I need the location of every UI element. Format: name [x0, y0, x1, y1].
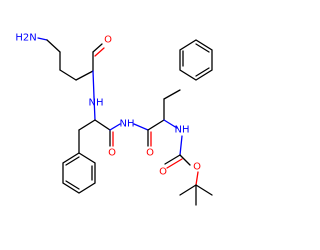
bond: [59, 69, 77, 81]
amine-nh2-label: H2N: [15, 33, 36, 44]
carbamate-nh-label: NH: [175, 125, 190, 136]
bond: [94, 119, 111, 131]
bond: [109, 123, 121, 131]
bond: [78, 119, 96, 131]
carbamate-carbonyl-oxygen-label: O: [159, 167, 167, 178]
bond: [93, 96, 96, 121]
bond: [37, 37, 48, 41]
bond: [75, 70, 94, 81]
bond: [195, 184, 213, 196]
alpha-nh-label: NH: [89, 98, 104, 109]
bond: [163, 89, 181, 100]
amide-oxygen-1-label: O: [108, 148, 116, 159]
bond: [94, 47, 105, 57]
bond: [166, 158, 183, 169]
bond: [164, 154, 181, 165]
bond: [179, 184, 197, 196]
bond: [163, 119, 178, 129]
bond: [195, 67, 210, 77]
imide-nh-label: NH: [120, 119, 135, 130]
carbamate-ether-oxygen-label: O: [193, 162, 201, 173]
bond: [92, 43, 103, 53]
phenylalanine-left: [62, 96, 121, 194]
bond: [179, 135, 183, 156]
bond: [133, 123, 149, 131]
bond: [92, 70, 95, 98]
phenylalanine-right: [133, 39, 213, 147]
bond: [65, 180, 80, 190]
amide-oxygen-2-label: O: [146, 148, 154, 159]
benzene-ring: [62, 152, 96, 194]
bond: [147, 119, 165, 131]
bond: [65, 156, 80, 166]
bond: [195, 171, 199, 186]
bond: [179, 154, 191, 166]
bond: [195, 43, 210, 53]
lysinal-side-chain: [37, 37, 105, 98]
molecule-structure: H2N O NH O NH O NH O O: [15, 33, 213, 206]
boc-group: [164, 135, 213, 206]
aldehyde-oxygen-label: O: [104, 35, 112, 46]
benzene-ring: [179, 39, 213, 81]
bond: [46, 39, 61, 53]
